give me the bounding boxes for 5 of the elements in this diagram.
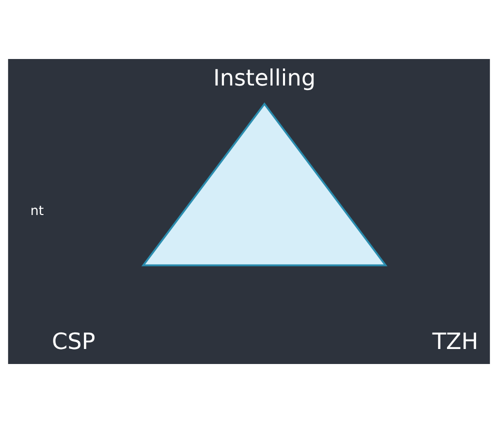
label: CSP [52,328,96,355]
label: nt [30,203,44,218]
label: Instelling [213,64,316,91]
label: TZH [432,328,478,355]
node-triangle [141,102,388,266]
